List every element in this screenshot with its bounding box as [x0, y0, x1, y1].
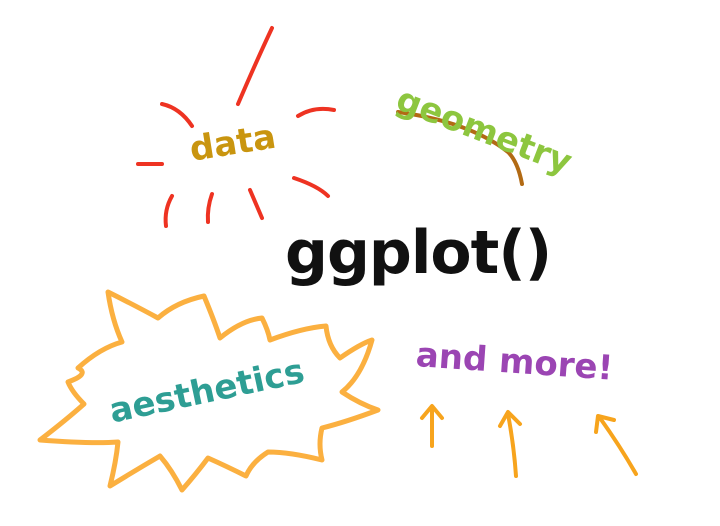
burst-line-bottom-2	[205, 192, 214, 224]
burst-line-right-top	[296, 106, 336, 118]
more-arrows	[420, 404, 638, 478]
burst-line-top	[236, 26, 274, 106]
burst-line-left-top	[160, 102, 194, 128]
burst-line-bottom-3	[248, 188, 264, 220]
burst-line-bottom-1	[163, 194, 174, 228]
data-burst-lines	[136, 26, 336, 228]
arrow-left	[420, 404, 444, 448]
arrow-middle	[498, 410, 522, 478]
burst-line-right	[292, 176, 330, 198]
geometry-underline	[396, 110, 524, 186]
ggplot-title: ggplot()	[285, 218, 552, 288]
aesthetics-star-burst	[37, 289, 381, 493]
arrow-right	[594, 414, 638, 476]
